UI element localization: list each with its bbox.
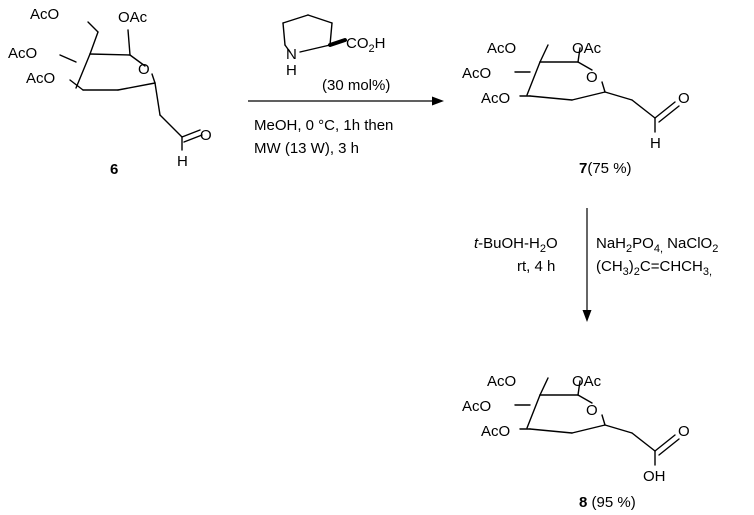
proline-co2h-label: CO2H xyxy=(346,35,385,55)
aco-c4-label: AcO xyxy=(8,45,37,62)
compound-6: AcO OAc AcO AcO O O H 6 xyxy=(8,6,212,178)
aldehyde-h-label: H xyxy=(650,135,661,152)
ring-bond xyxy=(526,394,541,429)
ring-bond xyxy=(75,53,91,89)
proline-h-label: H xyxy=(286,62,297,79)
catalyst-loading: (30 mol%) xyxy=(322,77,390,94)
ring-bond xyxy=(117,82,156,91)
oac-bond xyxy=(577,380,581,396)
c-o-double xyxy=(181,129,201,138)
aco-c6-label: AcO xyxy=(487,40,516,57)
compound-6-number: 6 xyxy=(110,161,118,178)
ring-o-label: O xyxy=(586,402,598,419)
ch2-o-bond xyxy=(87,21,99,33)
c-o-double xyxy=(658,105,680,123)
ch2-cooh-bond xyxy=(631,432,656,452)
proline-bond xyxy=(284,44,291,53)
c1-ch2-bond xyxy=(604,91,633,101)
acid-o-label: O xyxy=(678,423,690,440)
c1-ch2-bond xyxy=(154,82,161,116)
aco-c3-label: AcO xyxy=(481,423,510,440)
step2-solvent: t-BuOH-H2O xyxy=(474,235,558,255)
proline-bond xyxy=(282,22,286,46)
ch2-cho-bond xyxy=(631,99,656,119)
compound-7: AcO OAc AcO AcO O O H 7(75 %) xyxy=(462,40,690,177)
c1-ch2-bond xyxy=(604,424,633,434)
aco-c3-label: AcO xyxy=(26,70,55,87)
ring-bond xyxy=(601,414,606,426)
step1-conditions-line2: MW (13 W), 3 h xyxy=(254,140,359,157)
compound-8-caption: 8 (95 %) xyxy=(579,494,636,511)
proline-bond xyxy=(307,14,333,24)
ring-bond xyxy=(151,73,156,84)
step1-conditions-line1: MeOH, 0 °C, 1h then xyxy=(254,117,393,134)
c3-o-bond xyxy=(69,79,84,91)
ring-bond-front xyxy=(529,428,573,434)
arrow-head xyxy=(432,96,444,106)
aco-c4-label: AcO xyxy=(462,65,491,82)
ring-bond xyxy=(129,54,146,67)
compound-7-caption: 7(75 %) xyxy=(579,160,632,177)
proline-bond xyxy=(282,14,309,24)
arrow-head xyxy=(582,310,592,322)
compound-8: AcO OAc AcO AcO O O OH 8 (95 %) xyxy=(462,373,690,511)
ring-bond xyxy=(526,61,541,96)
ch2-cho-bond xyxy=(159,114,183,138)
c-o-double xyxy=(183,134,203,143)
ring-o-label: O xyxy=(586,69,598,86)
ring-o-label: O xyxy=(138,61,150,78)
acid-oh-label: OH xyxy=(643,468,666,485)
step2-reagents-line1: NaH2PO4, NaClO2 xyxy=(596,235,718,255)
c-o-double xyxy=(654,434,676,452)
oac-top-label: OAc xyxy=(118,9,148,26)
ring-bond xyxy=(571,91,606,101)
ch2-bond xyxy=(539,377,549,396)
proline-n-label: N xyxy=(286,46,297,63)
proline-bond xyxy=(329,22,333,46)
ring-bond-front xyxy=(529,95,573,101)
aco-c4-label: AcO xyxy=(462,398,491,415)
ring-bond xyxy=(571,424,606,434)
oac-top-label: OAc xyxy=(572,373,602,390)
c-o-double xyxy=(654,101,676,119)
proline-wedge xyxy=(328,38,347,47)
ring-bond xyxy=(601,81,606,93)
ring-bond xyxy=(89,53,131,56)
proline-bond xyxy=(299,44,331,53)
oac-bond xyxy=(577,47,581,63)
step-1: N H CO2H (30 mol%) MeOH, 0 °C, 1h then M… xyxy=(248,14,444,157)
c-o-double xyxy=(658,438,680,456)
oac-bond xyxy=(127,29,131,56)
aldehyde-h-label: H xyxy=(177,153,188,170)
ch2-bond xyxy=(89,31,99,55)
c4-o-bond xyxy=(59,54,77,63)
step-2: t-BuOH-H2O rt, 4 h NaH2PO4, NaClO2 (CH3)… xyxy=(474,208,718,322)
oac-top-label: OAc xyxy=(572,40,602,57)
step2-reagents-line2: (CH3)2C=CHCH3, xyxy=(596,258,712,278)
ring-bond xyxy=(577,394,593,404)
aldehyde-o-label: O xyxy=(678,90,690,107)
step2-temp-time: rt, 4 h xyxy=(517,258,555,275)
aco-c6-label: AcO xyxy=(30,6,59,23)
ch2-bond xyxy=(539,44,549,63)
aco-c3-label: AcO xyxy=(481,90,510,107)
aldehyde-o-label: O xyxy=(200,127,212,144)
aco-c6-label: AcO xyxy=(487,373,516,390)
ring-bond xyxy=(577,61,593,71)
